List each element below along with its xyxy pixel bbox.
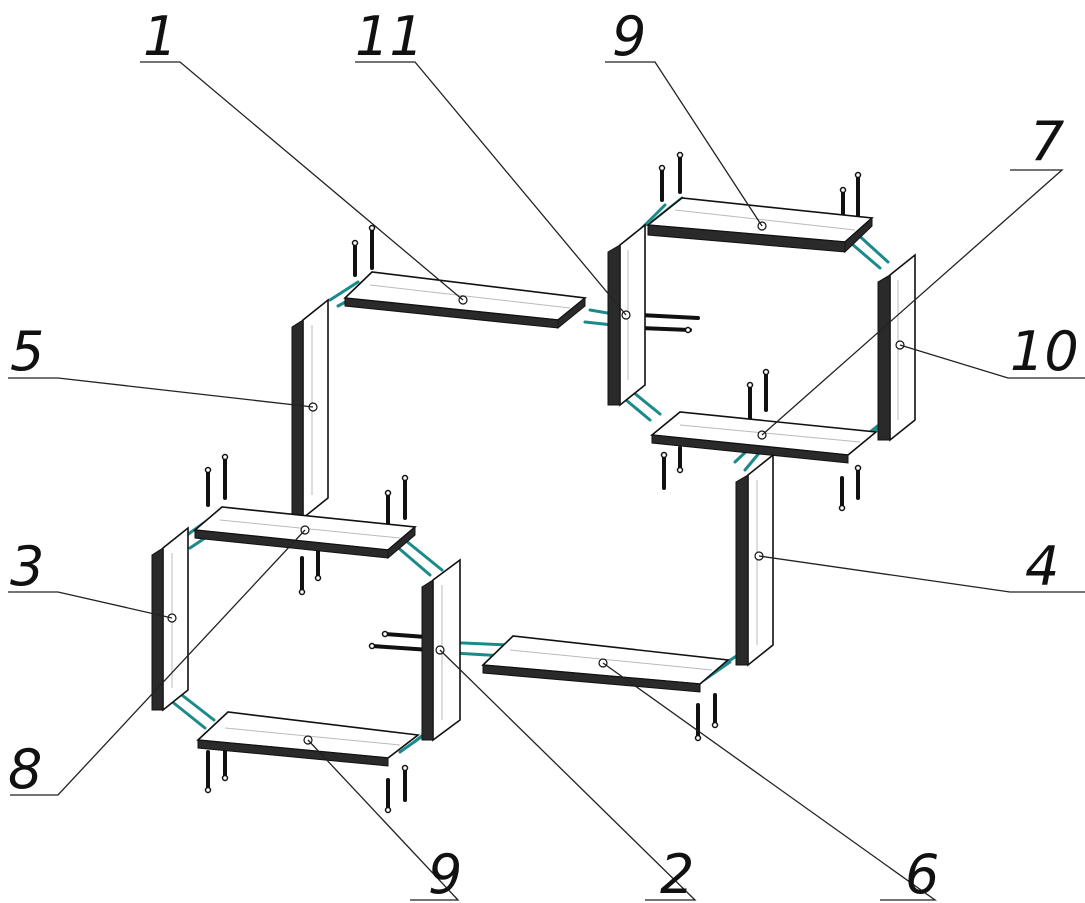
leader-lines <box>8 61 1085 901</box>
callout-5: 5 <box>10 320 44 383</box>
callout-6: 6 <box>905 843 939 903</box>
part-1-shelf <box>343 271 587 330</box>
callout-10: 10 <box>1010 320 1079 383</box>
part-11-panel <box>607 223 646 407</box>
callout-2: 2 <box>660 843 694 903</box>
part-9-lower-shelf <box>196 711 421 767</box>
part-10-panel <box>877 253 916 442</box>
callout-11: 11 <box>355 5 424 68</box>
screws <box>204 151 862 814</box>
part-6-shelf <box>481 635 730 693</box>
callout-7: 7 <box>1030 110 1064 173</box>
callout-9-top: 9 <box>612 5 646 68</box>
callout-3: 3 <box>10 535 44 598</box>
part-5-panel <box>291 298 329 520</box>
callout-4: 4 <box>1025 535 1059 598</box>
callout-numbers: 1 11 9 7 5 10 3 4 8 9 2 6 <box>8 5 1079 903</box>
part-4-panel <box>735 453 774 667</box>
callout-8: 8 <box>8 738 42 801</box>
part-9-upper-shelf <box>645 197 874 254</box>
callout-1: 1 <box>143 5 177 68</box>
callout-9-bottom: 9 <box>428 843 462 903</box>
part-3-panel <box>151 526 189 712</box>
part-2-panel <box>421 558 461 742</box>
part-7-shelf <box>650 411 878 464</box>
